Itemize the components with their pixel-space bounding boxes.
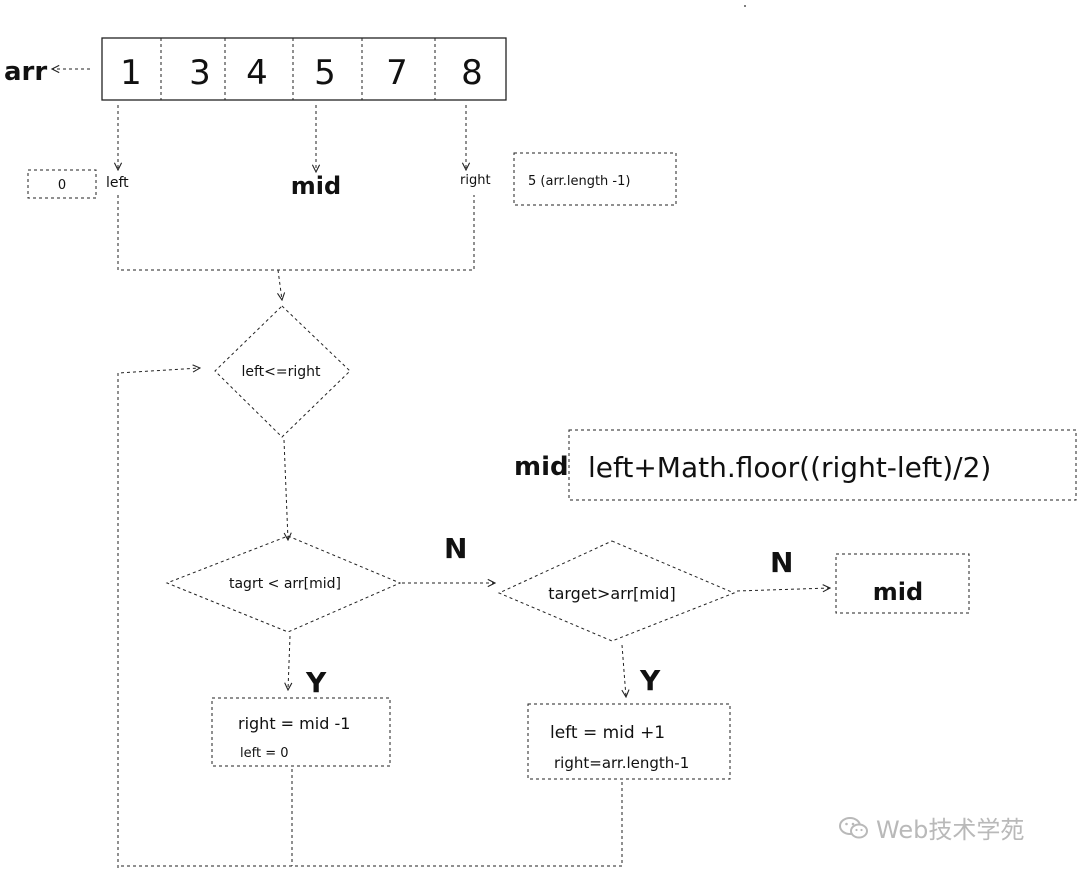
loop-condition-label: left<=right (241, 364, 321, 380)
greater-action-line1: left = mid +1 (550, 723, 665, 743)
left-initial-value: 0 (58, 178, 66, 193)
array-cell-2: 4 (246, 53, 268, 93)
less-check-diamond (165, 535, 402, 633)
array-cell-4: 7 (386, 53, 408, 93)
array-cell-1: 3 (189, 53, 211, 93)
less-action-line1: right = mid -1 (238, 714, 350, 733)
array-label: arr (4, 57, 47, 87)
right-pointer-label: right (460, 173, 491, 188)
wechat-icon (839, 816, 868, 838)
branch-yes-1: Y (305, 666, 327, 699)
result-box (835, 553, 970, 614)
mid-pointer-label: mid (291, 172, 341, 200)
branch-yes-2: Y (639, 664, 661, 697)
less-action-line2: left = 0 (240, 746, 288, 761)
right-initial-value: 5 (arr.length -1) (528, 174, 630, 189)
greater-action-box (527, 703, 731, 780)
branch-no-2: N (770, 546, 793, 579)
greater-check-label: target>arr[mid] (548, 584, 675, 603)
branch-no-1: N (444, 532, 467, 565)
watermark: Web技术学苑 (838, 810, 1024, 845)
formula-label: mid (514, 452, 569, 482)
array-cell-3: 5 (314, 53, 336, 93)
watermark-text: Web技术学苑 (876, 816, 1025, 844)
formula-box (568, 429, 1077, 501)
right-initial-box (513, 152, 677, 206)
array-cell-0: 1 (120, 53, 142, 93)
greater-check-diamond (497, 540, 736, 642)
loop-condition-diamond (214, 305, 351, 438)
less-check-label: tagrt < arr[mid] (229, 576, 341, 592)
array-box: 1 3 4 5 7 8 (101, 37, 507, 101)
less-action-box (211, 697, 391, 767)
left-pointer-label: left (106, 175, 129, 191)
greater-action-line2: right=arr.length-1 (554, 754, 689, 772)
formula-expression: left+Math.floor((right-left)/2) (588, 451, 991, 484)
array-cell-5: 8 (461, 53, 483, 93)
result-label: mid (873, 578, 923, 606)
